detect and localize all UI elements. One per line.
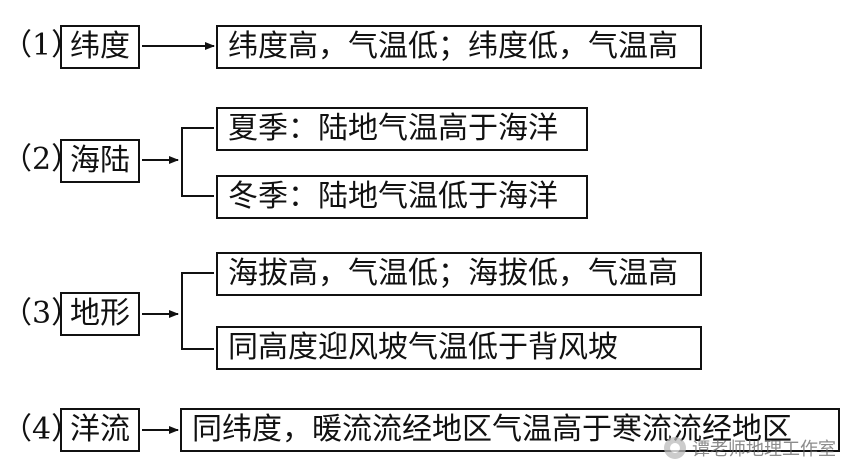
result-box: 纬度高，气温低；纬度低，气温高: [216, 25, 702, 69]
result-box: 同高度迎风坡气温低于背风坡: [216, 326, 702, 370]
factor-box: 地形: [60, 292, 140, 336]
result-box: 海拔高，气温低；海拔低，气温高: [216, 252, 702, 296]
bracket-2: [181, 127, 214, 197]
result-box: 冬季：陆地气温低于海洋: [216, 175, 588, 219]
watermark-text: 谭老师地理工作室: [692, 439, 836, 460]
result-box: 夏季：陆地气温高于海洋: [216, 107, 588, 151]
bracket-3: [181, 272, 214, 350]
wechat-icon: [664, 437, 686, 459]
result-box: 同纬度，暖流流经地区气温高于寒流流经地区: [180, 408, 840, 452]
factor-box: 洋流: [60, 408, 140, 452]
factor-box: 纬度: [60, 25, 140, 69]
factor-box: 海陆: [60, 139, 140, 183]
watermark: 谭老师地理工作室: [664, 435, 836, 461]
